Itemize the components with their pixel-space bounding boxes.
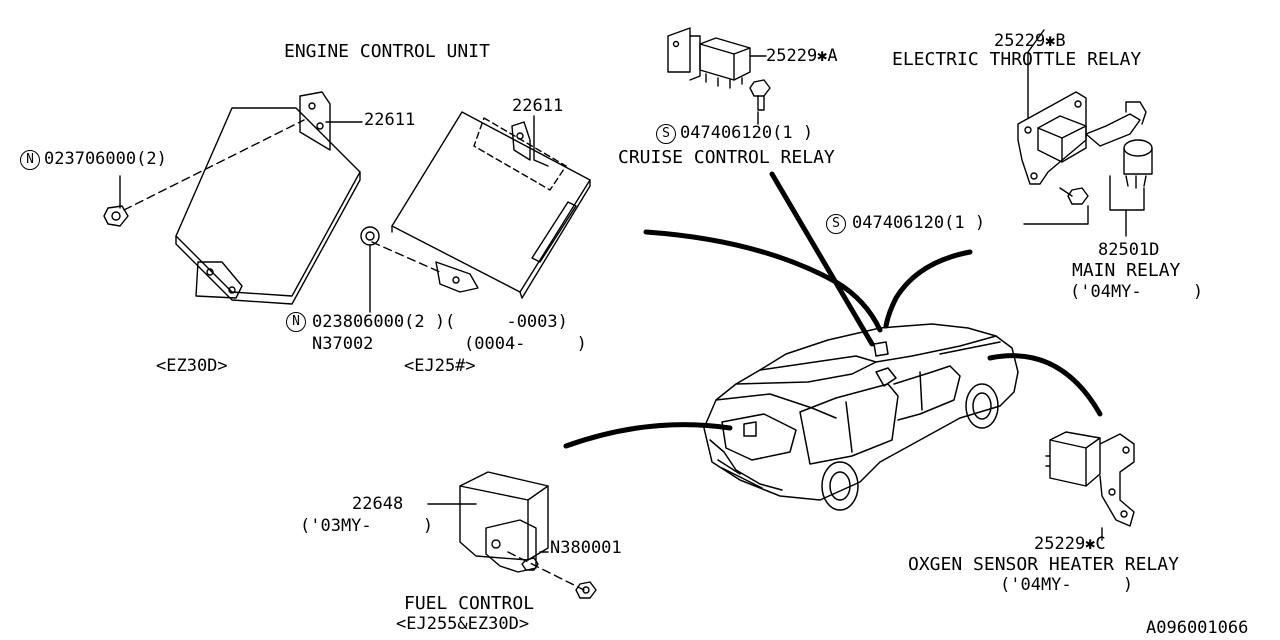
callout-arcs (563, 171, 1103, 449)
leader-22611-b (533, 115, 549, 167)
name-throttle-relay: ELECTRIC THROTTLE RELAY (892, 49, 1142, 70)
nut-symbol-ecu-ej25: N (286, 312, 306, 332)
part-no-nut-fuel: N380001 (550, 538, 622, 558)
fuel-control-illustration (459, 471, 549, 573)
part-no-screw-cruise: 047406120(1 ) (680, 123, 814, 143)
variant-fuel-control: <EJ255&EZ30D> (396, 614, 530, 634)
part-no-fuel-control: 22648 (352, 494, 404, 514)
part-no-cruise-relay: 25229✱A (766, 46, 838, 66)
screw-symbol-cruise: S (656, 124, 676, 144)
nut-ez30d (103, 205, 129, 227)
name-cruise-relay: CRUISE CONTROL RELAY (618, 147, 835, 168)
cruise-relay-illustration (667, 27, 751, 89)
part-no-screw-throttle: 047406120(1 ) (852, 213, 986, 233)
vehicle-illustration (703, 323, 1019, 511)
diagram-code: A096001066 (1146, 618, 1249, 638)
variant-ej25: <EJ25#> (404, 356, 476, 376)
diagram-title: ENGINE CONTROL UNIT (284, 41, 490, 62)
alt-part-no-nut-ecu-ej25: N37002 (312, 334, 374, 354)
screw-cruise (749, 79, 771, 111)
range-main-relay: ('04MY- ) (1070, 282, 1204, 302)
range-fuel-control: ('03MY- ) (300, 516, 434, 536)
variant-ez30d: <EZ30D> (156, 356, 228, 376)
dashed-mount-ez30d (123, 119, 305, 211)
part-no-ecu-ez30d: 22611 (364, 110, 416, 130)
name-oxygen-relay: OXGEN SENSOR HEATER RELAY (908, 554, 1179, 575)
part-no-nut-ecu-ez30d: 023706000(2) (44, 149, 167, 169)
nut-fuel (521, 557, 597, 599)
part-no-ecu-ej25: 22611 (512, 96, 564, 116)
part-no-throttle-relay: 25229✱B (994, 31, 1066, 51)
part-no-oxygen-relay: 25229✱C (1034, 534, 1106, 554)
name-fuel-control: FUEL CONTROL (404, 593, 535, 614)
range-oxygen-relay: ('04MY- ) (1000, 575, 1134, 595)
leader-throttle-relay (1027, 29, 1045, 119)
screw-symbol-throttle: S (826, 214, 846, 234)
dashed-mount-ej25 (371, 241, 441, 273)
part-no-main-relay: 82501D (1098, 240, 1160, 260)
leader-screw-throttle (1023, 205, 1089, 225)
part-no-nut-ecu-ej25: 023806000(2 )( -0003) (312, 312, 568, 332)
throttle-relay-illustration (1017, 91, 1153, 189)
screw-throttle (1059, 187, 1089, 205)
ecu-ez30d-illustration (175, 91, 361, 305)
nut-symbol-ecu-ez30d: N (20, 150, 40, 170)
name-main-relay: MAIN RELAY (1072, 260, 1181, 281)
dashed-mount-fuel (507, 551, 585, 591)
oxygen-relay-illustration (1045, 431, 1135, 527)
alt-range-nut-ecu-ej25: (0004- ) (464, 334, 587, 354)
leader-main-relay (1109, 175, 1145, 237)
nut-ej25 (360, 226, 380, 246)
ecu-ej25-illustration (391, 111, 591, 299)
